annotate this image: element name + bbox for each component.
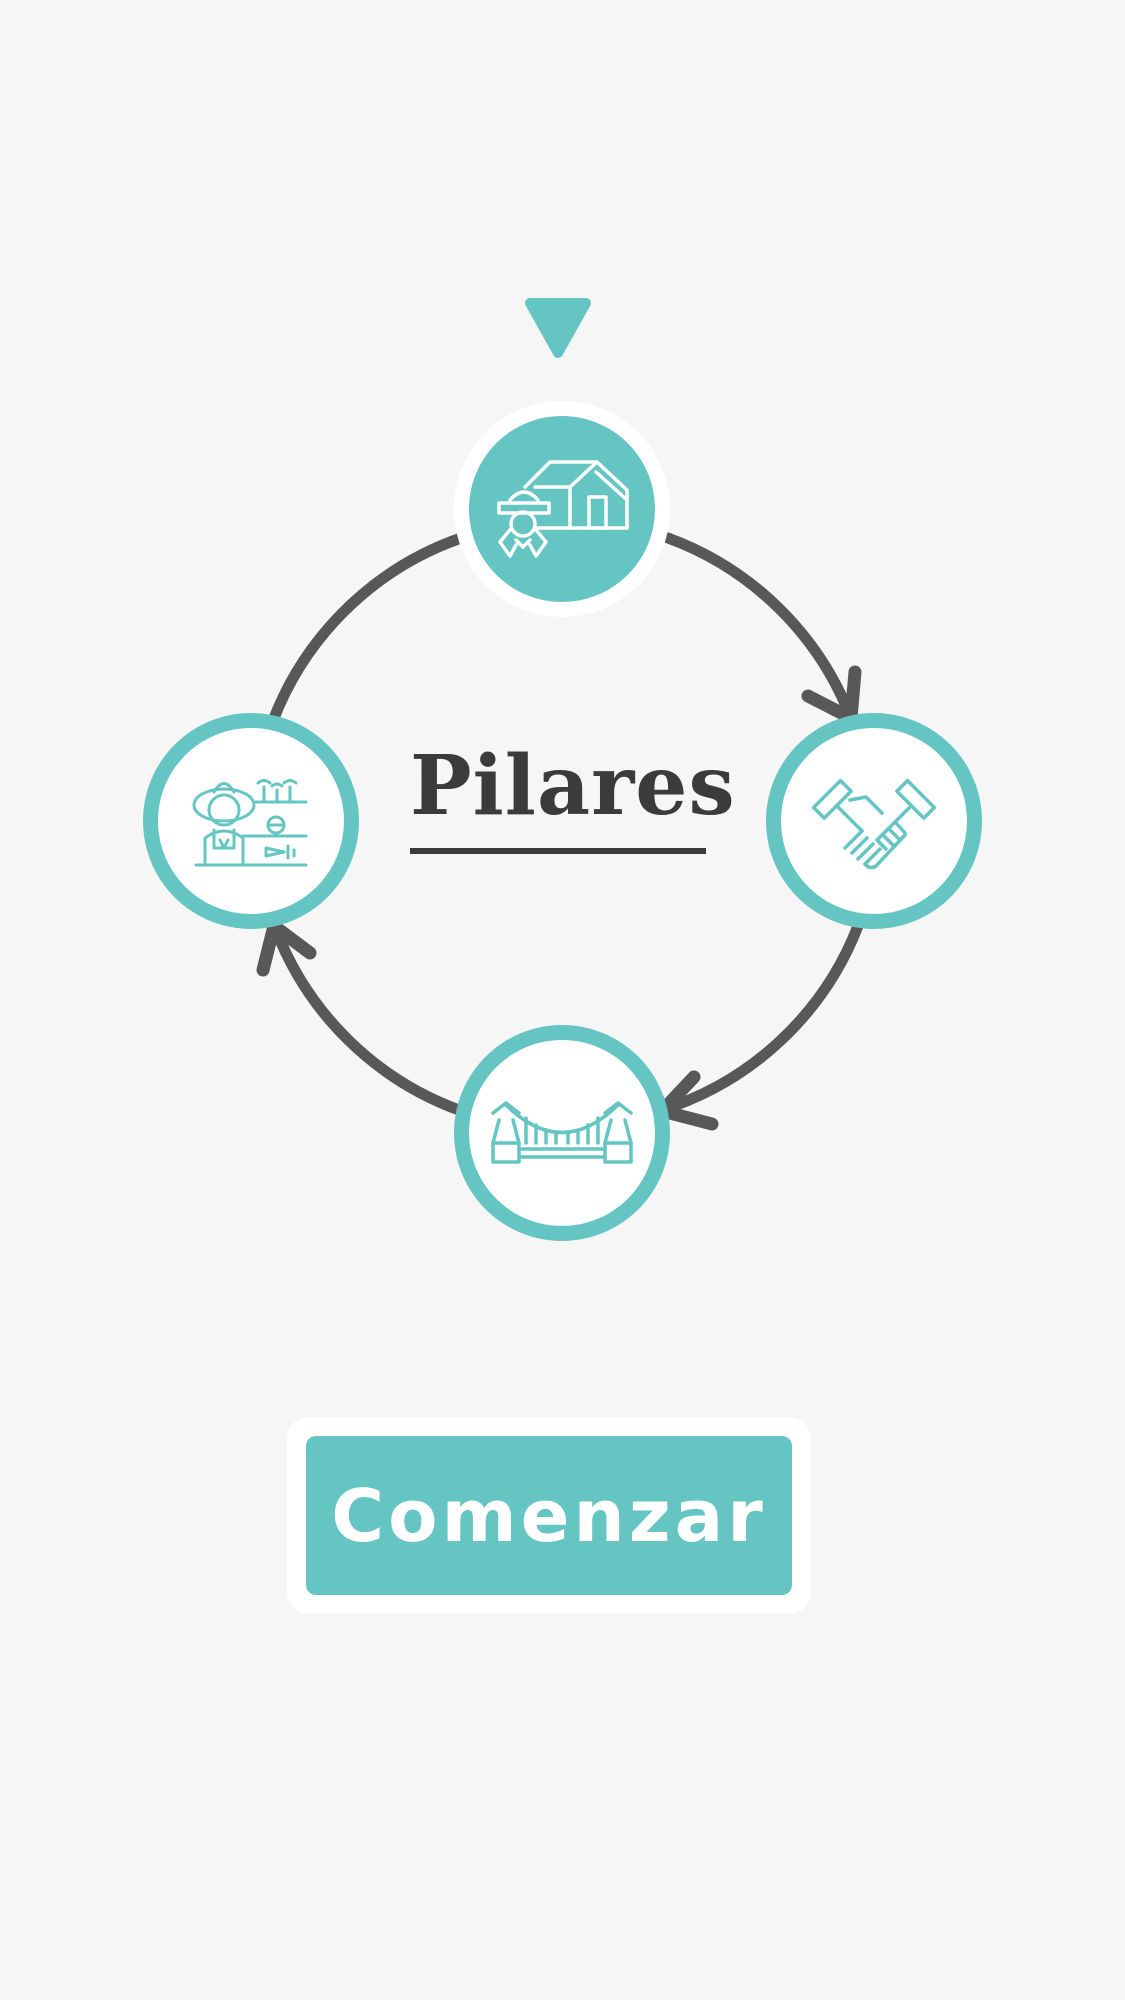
handshake-icon bbox=[811, 778, 937, 870]
page-title: Pilares bbox=[410, 738, 736, 834]
farmer-house-icon bbox=[497, 460, 629, 558]
cycle-ring bbox=[262, 532, 864, 1116]
ring-arc-bottom-right bbox=[656, 920, 864, 1116]
ring-arc-top-right bbox=[662, 532, 857, 724]
farmer-crops-icon bbox=[192, 779, 308, 867]
triangle-down-icon bbox=[525, 298, 591, 358]
start-button[interactable]: Comenzar bbox=[306, 1436, 792, 1595]
pillar-right-button[interactable] bbox=[766, 713, 982, 929]
ring-arc-top-left bbox=[262, 532, 467, 741]
pillar-left-button[interactable] bbox=[143, 713, 359, 929]
ring-arc-bottom-left bbox=[270, 924, 465, 1116]
pillar-bottom-button[interactable] bbox=[454, 1025, 670, 1241]
pillar-top-button[interactable] bbox=[454, 401, 670, 617]
bridge-icon bbox=[491, 1101, 633, 1164]
title-underline bbox=[410, 848, 706, 854]
